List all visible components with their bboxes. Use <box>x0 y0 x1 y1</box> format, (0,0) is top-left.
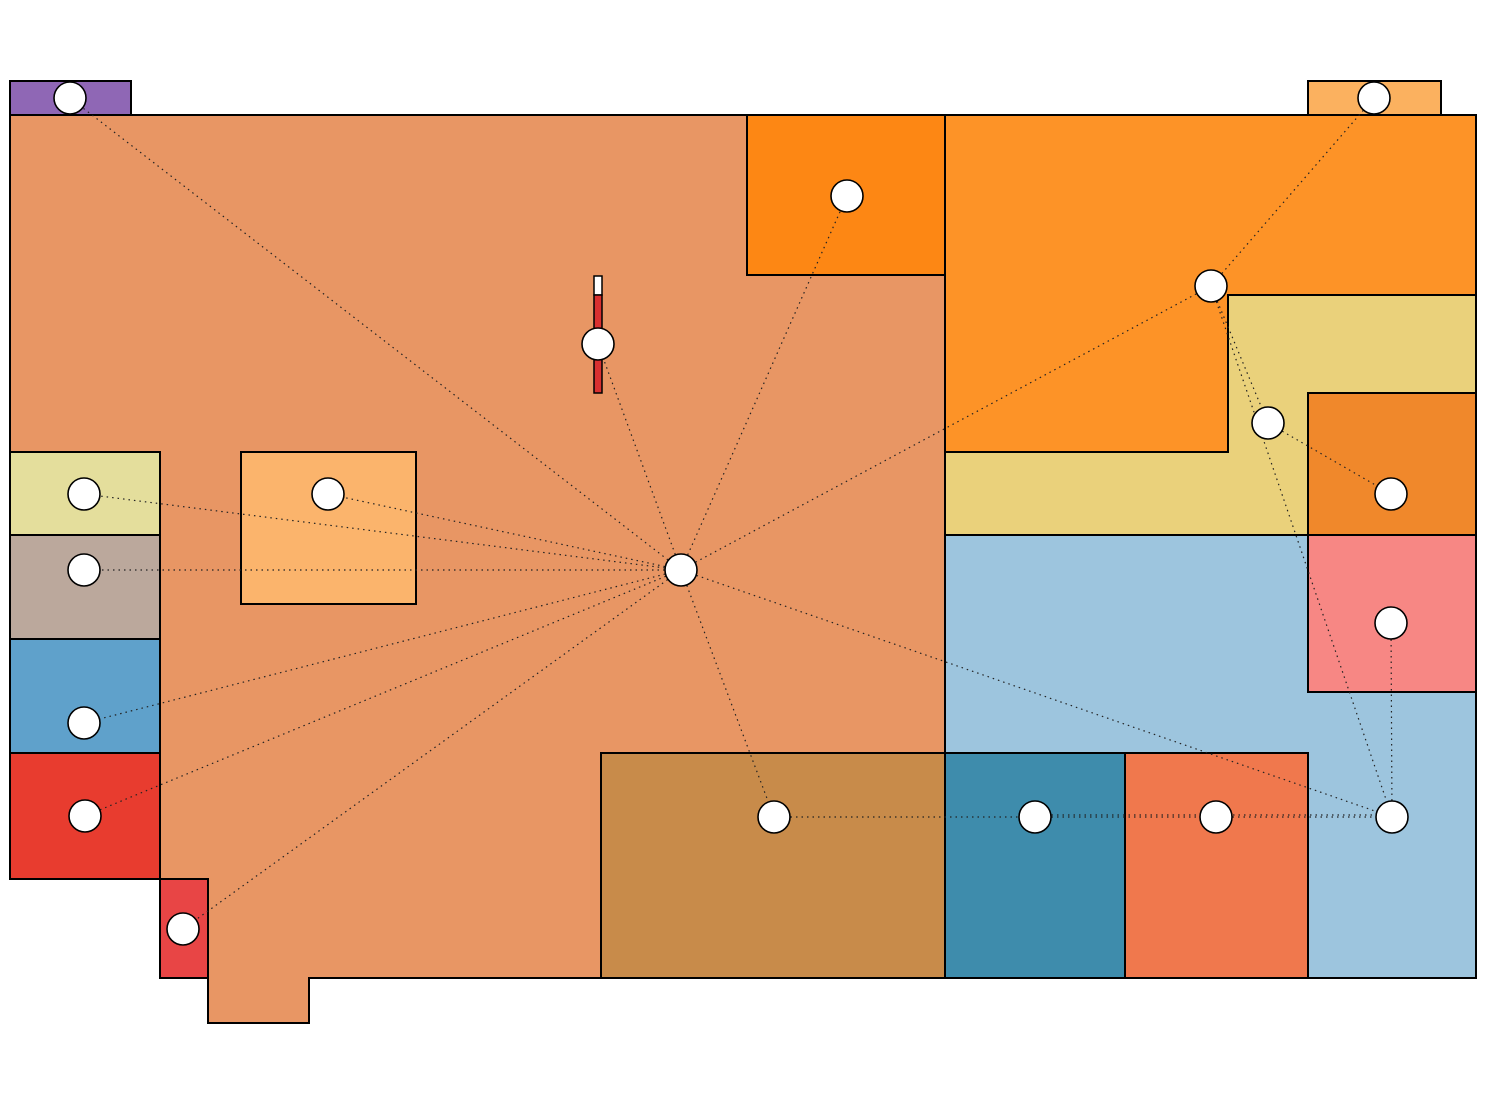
link-hub-khaki <box>83 493 682 571</box>
room-light-orange-box <box>240 451 417 605</box>
link-hub-orange-top-center <box>680 195 848 571</box>
nodes-layer <box>53 81 1409 946</box>
room-orange-small-right <box>1307 392 1477 536</box>
node-red-small[interactable] <box>166 912 200 946</box>
node-purple[interactable] <box>53 81 87 115</box>
room-teal-bottom <box>944 752 1126 979</box>
node-top-right-annex[interactable] <box>1357 81 1391 115</box>
node-khaki[interactable] <box>67 477 101 511</box>
node-pink[interactable] <box>1374 606 1408 640</box>
room-blue-left <box>9 638 161 754</box>
connections-layer <box>69 97 1393 930</box>
node-marker[interactable] <box>581 327 615 361</box>
node-yellow[interactable] <box>1251 406 1285 440</box>
node-coral[interactable] <box>1199 800 1233 834</box>
link-orange-right-blue-right <box>1210 285 1393 818</box>
marker-empty-segment <box>593 275 603 296</box>
link-hub-blue-right <box>680 569 1393 818</box>
link-hub-purple <box>69 97 682 571</box>
link-hub-orange-right <box>680 285 1212 571</box>
node-brown[interactable] <box>757 800 791 834</box>
room-taupe-left <box>9 534 161 640</box>
node-hub[interactable] <box>664 553 698 587</box>
rooms-layer <box>9 80 1477 1024</box>
node-red-left[interactable] <box>68 799 102 833</box>
node-orange-top-center[interactable] <box>830 179 864 213</box>
node-blue-left[interactable] <box>67 706 101 740</box>
room-coral-bottom <box>1124 752 1309 979</box>
room-brown-bottom <box>600 752 946 979</box>
link-hub-red-small <box>182 569 682 930</box>
node-taupe[interactable] <box>67 553 101 587</box>
node-orange-small[interactable] <box>1374 477 1408 511</box>
node-blue-right[interactable] <box>1375 800 1409 834</box>
link-hub-blue-left <box>83 569 682 724</box>
node-orange-right[interactable] <box>1194 269 1228 303</box>
node-light-orange[interactable] <box>311 477 345 511</box>
node-teal[interactable] <box>1018 800 1052 834</box>
